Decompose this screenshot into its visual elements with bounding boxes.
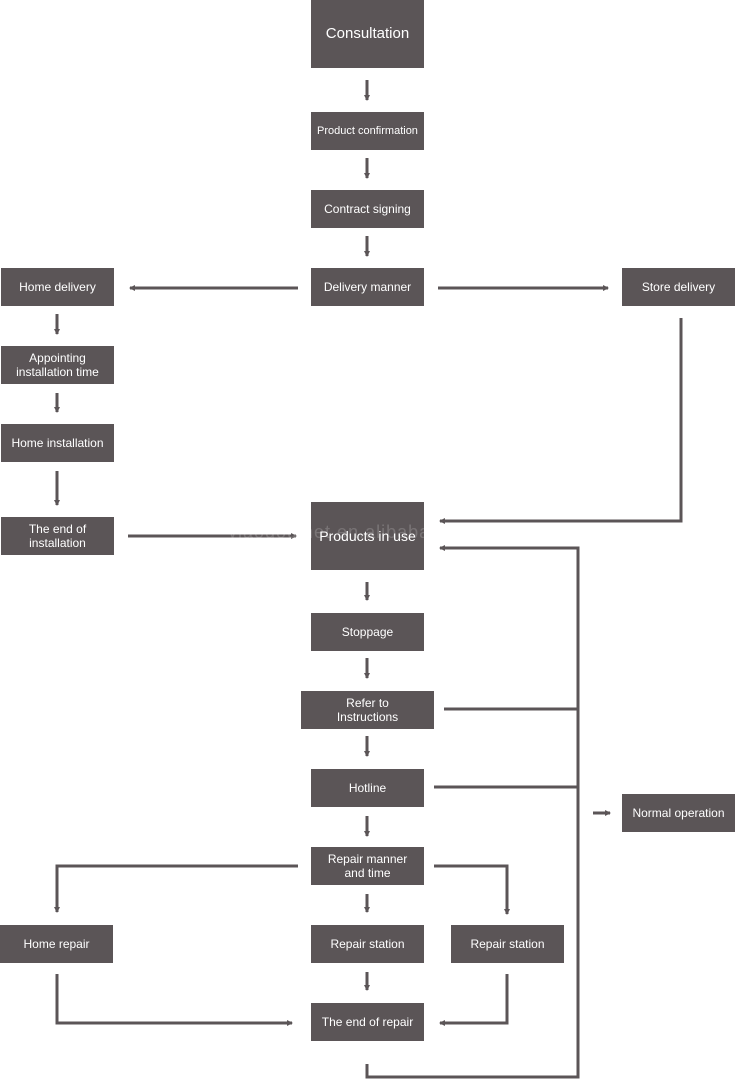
arrow-repair-station-right-to-end-repair [439,974,509,1026]
node-hotline: Hotline [311,769,424,807]
node-refer-to-instructions: Refer to Instructions [301,691,434,729]
node-repair-manner-and-time: Repair manner and time [311,847,424,885]
node-delivery-manner: Delivery manner [311,268,424,306]
arrow-store-delivery-to-products [439,318,683,524]
node-contract-signing: Contract signing [311,190,424,228]
node-products-in-use: Products in use [311,502,424,570]
node-stoppage: Stoppage [311,613,424,651]
node-end-of-repair: The end of repair [311,1003,424,1041]
arrow-repair-manner-to-home-repair [54,864,298,913]
watermark: ylaodoumet.en.alibaba.com [228,522,474,542]
node-home-installation: Home installation [1,424,114,462]
node-appointing-installation-time: Appointing installation time [1,346,114,384]
node-end-of-installation: The end of installation [1,517,114,555]
node-consultation: Consultation [311,0,424,68]
node-repair-station-center: Repair station [311,925,424,963]
node-product-confirmation: Product confirmation [311,112,424,150]
node-store-delivery: Store delivery [622,268,735,306]
node-home-repair: Home repair [0,925,113,963]
arrow-bus-to-products [365,545,580,1079]
node-normal-operation: Normal operation [622,794,735,832]
arrow-repair-manner-to-repair-station-right [434,864,510,915]
node-repair-station-right: Repair station [451,925,564,963]
arrow-home-repair-to-end-repair [55,974,293,1026]
node-home-delivery: Home delivery [1,268,114,306]
